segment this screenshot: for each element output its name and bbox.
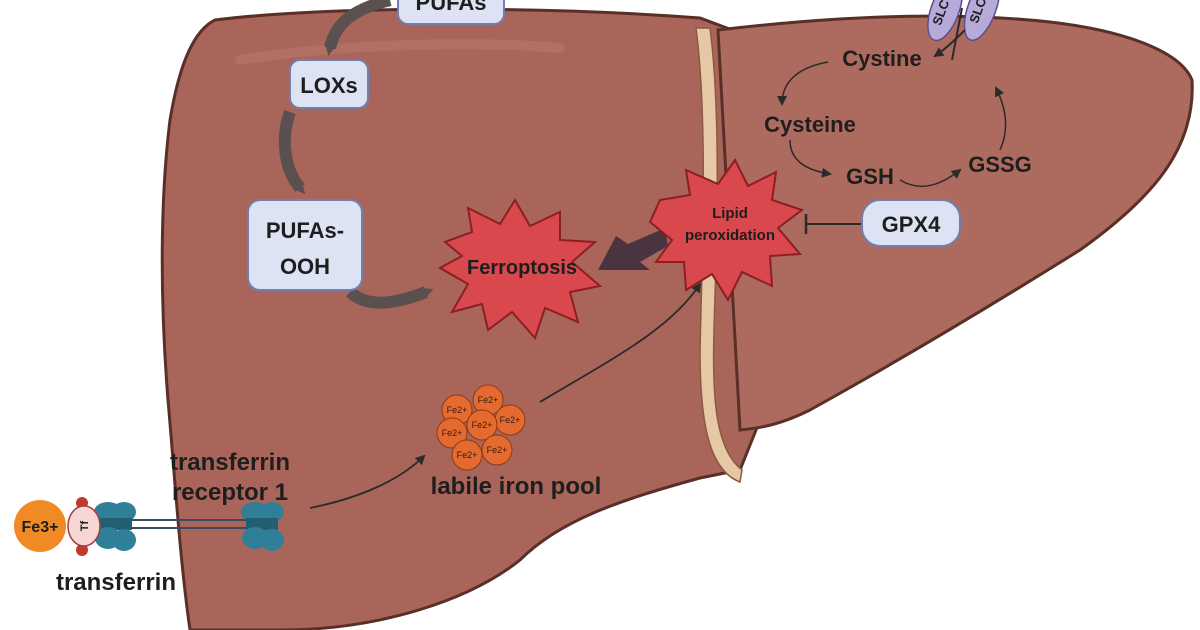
tf-label: Tf	[79, 520, 91, 531]
tfr-label-line2: receptor 1	[172, 479, 288, 506]
lipid-label-line2: peroxidation	[685, 227, 775, 244]
iron-ion	[466, 409, 498, 441]
ferroptosis-burst-icon	[437, 198, 603, 340]
iron-ion-label: Fe2+	[447, 405, 468, 415]
fe3-label: Fe3+	[22, 519, 59, 536]
iron-ion-label: Fe2+	[500, 415, 521, 425]
iron-ion-label: Fe2+	[487, 445, 508, 455]
node-pufas-ooh-line2: OOH	[280, 254, 330, 279]
arrow-pool-to-lipid	[539, 282, 702, 403]
slc-transporter-b-icon	[963, 0, 1001, 42]
lipid-label-line1: Lipid	[712, 205, 748, 222]
gssg-label: GSSG	[968, 152, 1032, 177]
transferrin-molecule-icon	[67, 497, 101, 556]
node-pufas	[397, 0, 505, 25]
labile-iron-pool-label: labile iron pool	[431, 473, 602, 500]
fe3-ion-icon	[14, 500, 66, 552]
arrow-cysteine-to-gsh	[789, 139, 832, 178]
liver-left-lobe	[160, 7, 762, 630]
iron-ion	[451, 439, 483, 471]
ferroptosis-label: Ferroptosis	[467, 257, 577, 279]
arrow-gsh-to-gssg	[899, 168, 962, 188]
node-gpx4	[861, 199, 961, 247]
node-loxs-label: LOXs	[300, 73, 357, 98]
arrow-gssg-to-cystine	[995, 86, 1007, 151]
node-gpx4-label: GPX4	[882, 212, 941, 237]
transferrin-receptor-bound-icon	[94, 502, 136, 551]
lipid-peroxidation-burst-icon	[648, 158, 805, 303]
iron-ion-label: Fe2+	[472, 420, 493, 430]
tfr-label-line1: transferrin	[170, 449, 290, 476]
arrow-pufas-to-loxs	[324, 0, 392, 56]
node-pufas-label: PUFAs	[416, 0, 487, 15]
arrow-lipid-to-ferroptosis	[598, 228, 668, 270]
cysteine-label: Cysteine	[764, 112, 856, 137]
node-loxs	[289, 59, 369, 109]
slc-import-line	[951, 7, 963, 61]
iron-ion-cluster-icon: Fe2+ Fe2+ Fe2+ Fe2+ Fe2+ Fe2+ Fe2+	[436, 384, 526, 471]
transferrin-label: transferrin	[56, 569, 176, 596]
iron-ion	[481, 434, 513, 466]
iron-ion	[436, 417, 468, 449]
node-pufas-ooh-line1: PUFAs-	[266, 218, 344, 243]
arrow-loxs-to-pufas-ooh	[278, 109, 306, 195]
cystine-label: Cystine	[842, 46, 921, 71]
arrow-cystine-to-cysteine	[777, 61, 829, 106]
slc-transporter-a-icon	[927, 0, 963, 42]
iron-ion-label: Fe2+	[457, 450, 478, 460]
gsh-label: GSH	[846, 164, 894, 189]
arrow-pufas-ooh-to-ferroptosis	[345, 286, 434, 309]
iron-ion-label: Fe2+	[442, 428, 463, 438]
transferrin-receptor-icon	[241, 502, 284, 551]
iron-ion-label: Fe2+	[478, 395, 499, 405]
node-pufas-ooh	[247, 199, 363, 291]
arrow-receptor-to-pool	[309, 454, 426, 509]
slc-import-arrow	[933, 29, 966, 58]
liver-highlight	[235, 39, 565, 65]
